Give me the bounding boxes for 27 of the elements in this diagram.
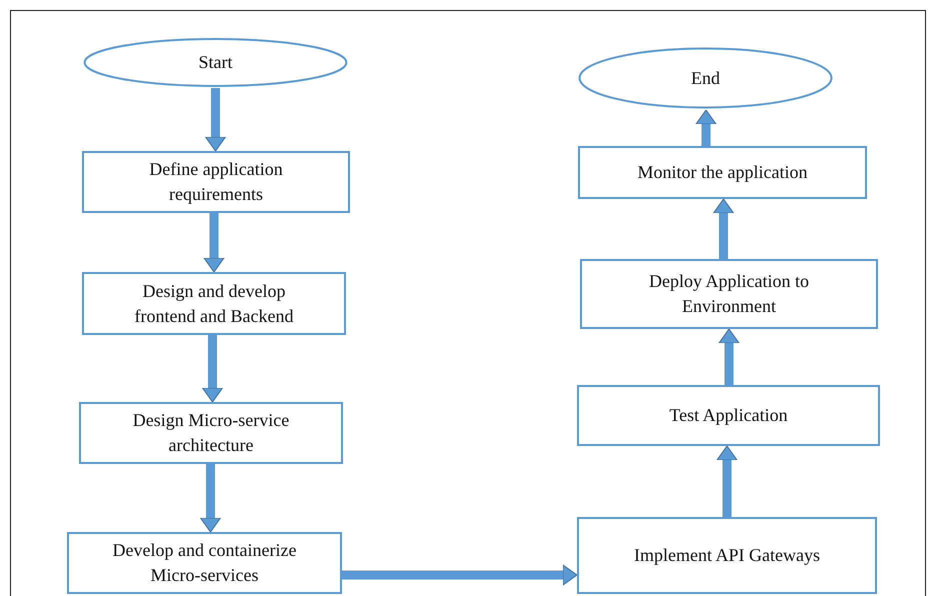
arrow xyxy=(200,464,221,532)
node-label: Deploy Application to Environment xyxy=(648,270,810,318)
process-box xyxy=(577,517,877,594)
node-label: Monitor the application xyxy=(638,161,808,184)
node-label: Develop and containerize Micro-services xyxy=(112,539,298,587)
arrow xyxy=(718,328,740,385)
arrow xyxy=(204,213,224,272)
node-label: Implement API Gateways xyxy=(634,544,820,567)
arrow xyxy=(716,446,738,517)
process-box xyxy=(82,151,350,213)
process-box xyxy=(577,385,880,446)
arrow xyxy=(342,564,578,586)
node-label: Test Application xyxy=(669,404,788,427)
process-box xyxy=(67,532,342,594)
arrow xyxy=(713,198,734,259)
node-label: Design Micro-service architecture xyxy=(132,409,290,457)
process-box xyxy=(82,272,346,335)
arrow xyxy=(696,110,716,146)
node-label: Start xyxy=(198,51,232,74)
node-label: Design and develop frontend and Backend xyxy=(134,280,294,328)
process-box xyxy=(578,146,867,199)
arrow xyxy=(205,88,226,152)
process-box xyxy=(79,402,343,464)
process-box xyxy=(580,259,878,329)
arrow xyxy=(202,335,223,402)
node-label: Define application requirements xyxy=(148,158,284,206)
node-label: End xyxy=(691,66,720,90)
